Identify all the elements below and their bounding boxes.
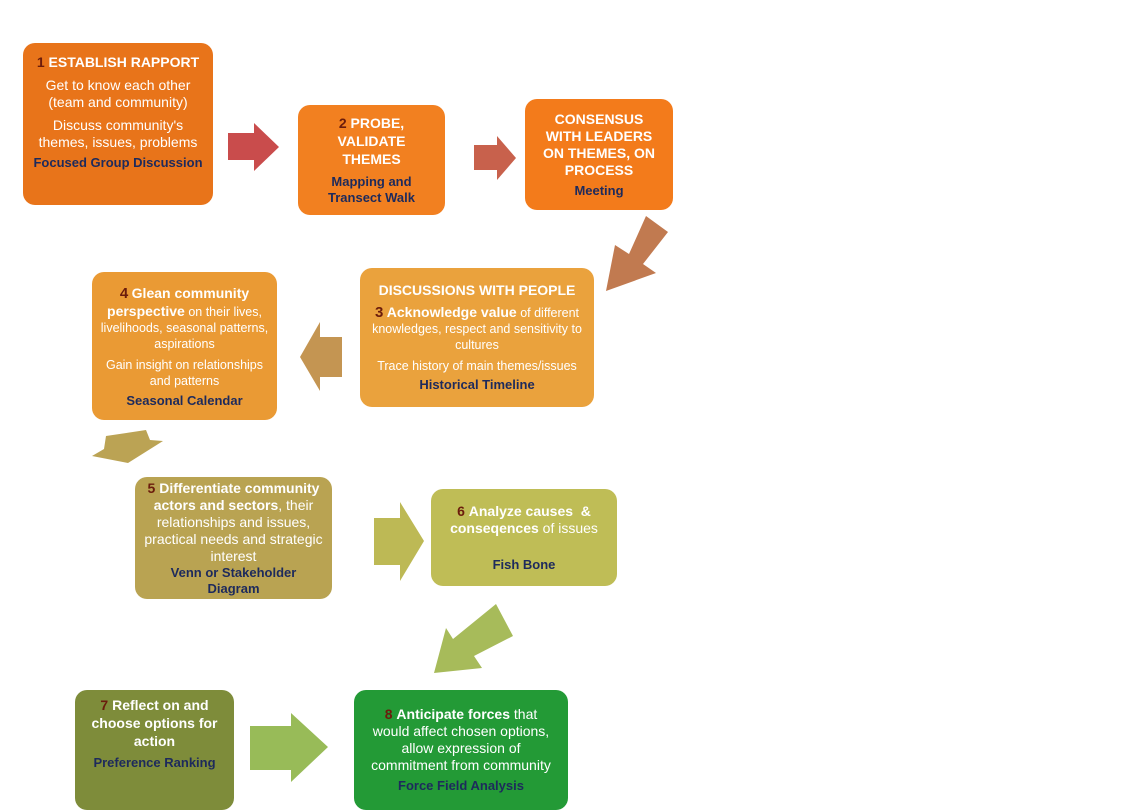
- step7-tool: Preference Ranking: [93, 755, 216, 770]
- arrow-step4-to-step5: [92, 430, 163, 463]
- step4-bold: Glean community perspective: [107, 284, 250, 319]
- step6-number: 6: [457, 502, 465, 519]
- step8-text: 8 Anticipate forces that would affect ch…: [366, 706, 556, 774]
- arrow-step5-to-step6: [374, 502, 424, 581]
- step3-bold: Acknowledge value: [386, 304, 517, 320]
- step8-rest: that would affect chosen options, allow …: [371, 706, 551, 773]
- arrow-step1-to-step2: [228, 123, 279, 171]
- step5-rest: , their relationships and issues, practi…: [144, 496, 323, 564]
- step5-text: 5 Differentiate community actors and sec…: [143, 480, 324, 565]
- step6-bold: Analyze causes & conseqences: [450, 502, 595, 536]
- step3-tool: Historical Timeline: [419, 377, 535, 392]
- step3-rest: of different knowledges, respect and sen…: [372, 306, 582, 352]
- arrow-step6-to-step8: [434, 604, 513, 673]
- consensus-title: CONSENSUS WITH LEADERS ON THEMES, ON PRO…: [542, 110, 655, 178]
- step1-number: 1: [36, 54, 45, 70]
- step4-line2: Gain insight on relationships and patter…: [105, 357, 264, 388]
- step1-line2: Discuss community's themes, issues, prob…: [38, 117, 198, 150]
- step3-text: 3 Acknowledge value of different knowled…: [368, 304, 586, 353]
- consensus-box: CONSENSUS WITH LEADERS ON THEMES, ON PRO…: [525, 99, 673, 210]
- step1-box: 1 ESTABLISH RAPPORT Get to know each oth…: [23, 43, 213, 205]
- step3-number: 3: [374, 304, 384, 321]
- step1-tool: Focused Group Discussion: [33, 155, 203, 170]
- step6-rest: of issues: [538, 519, 598, 536]
- arrow-step7-to-step8: [250, 713, 328, 782]
- step6-box: 6 Analyze causes & conseqences of issues…: [431, 489, 617, 586]
- step2-heading: 2 PROBE, VALIDATE THEMES: [308, 114, 435, 168]
- step8-number: 8: [384, 706, 393, 722]
- step1-line1: Get to know each other (team and communi…: [45, 77, 191, 110]
- step2-number: 2: [338, 115, 347, 131]
- step2-title: PROBE, VALIDATE THEMES: [337, 115, 406, 167]
- step4-rest: on their lives, livelihoods, seasonal pa…: [100, 304, 269, 351]
- step4-text: 4 Glean community perspective on their l…: [99, 284, 270, 352]
- step4-box: 4 Glean community perspective on their l…: [92, 272, 277, 420]
- step5-box: 5 Differentiate community actors and sec…: [135, 477, 332, 599]
- step1-heading: 1 ESTABLISH RAPPORT: [31, 54, 205, 71]
- step5-tool: Venn or Stakeholder Diagram: [170, 564, 297, 596]
- consensus-tool: Meeting: [574, 182, 624, 198]
- step7-box: 7 Reflect on and choose options for acti…: [75, 690, 234, 810]
- step7-heading: 7 Reflect on and choose options for acti…: [85, 696, 224, 750]
- arrow-step2-to-consensus: [474, 136, 516, 180]
- step8-tool: Force Field Analysis: [398, 778, 524, 793]
- arrow-step3-to-step4: [300, 322, 342, 391]
- step2-box: 2 PROBE, VALIDATE THEMES Mapping and Tra…: [298, 105, 445, 215]
- step6-text: 6 Analyze causes & conseqences of issues: [443, 503, 605, 537]
- step2-tool: Mapping and Transect Walk: [328, 174, 415, 205]
- step5-bold: Differentiate community actors and secto…: [153, 479, 320, 513]
- step4-number: 4: [119, 284, 129, 302]
- step6-tool: Fish Bone: [492, 556, 556, 572]
- step7-number: 7: [100, 697, 109, 713]
- step4-tool: Seasonal Calendar: [126, 392, 243, 408]
- step3-box: DISCUSSIONS WITH PEOPLE 3 Acknowledge va…: [360, 268, 594, 407]
- step1-title: ESTABLISH RAPPORT: [48, 54, 200, 70]
- step3-heading: DISCUSSIONS WITH PEOPLE: [378, 282, 576, 298]
- arrow-consensus-to-step3: [606, 216, 668, 291]
- step5-number: 5: [147, 479, 156, 496]
- step8-box: 8 Anticipate forces that would affect ch…: [354, 690, 568, 810]
- flow-arrows: [92, 123, 668, 782]
- step7-title: Reflect on and choose options for action: [91, 697, 218, 749]
- step3-line2: Trace history of main themes/issues: [377, 359, 577, 373]
- step8-bold: Anticipate forces: [396, 706, 511, 722]
